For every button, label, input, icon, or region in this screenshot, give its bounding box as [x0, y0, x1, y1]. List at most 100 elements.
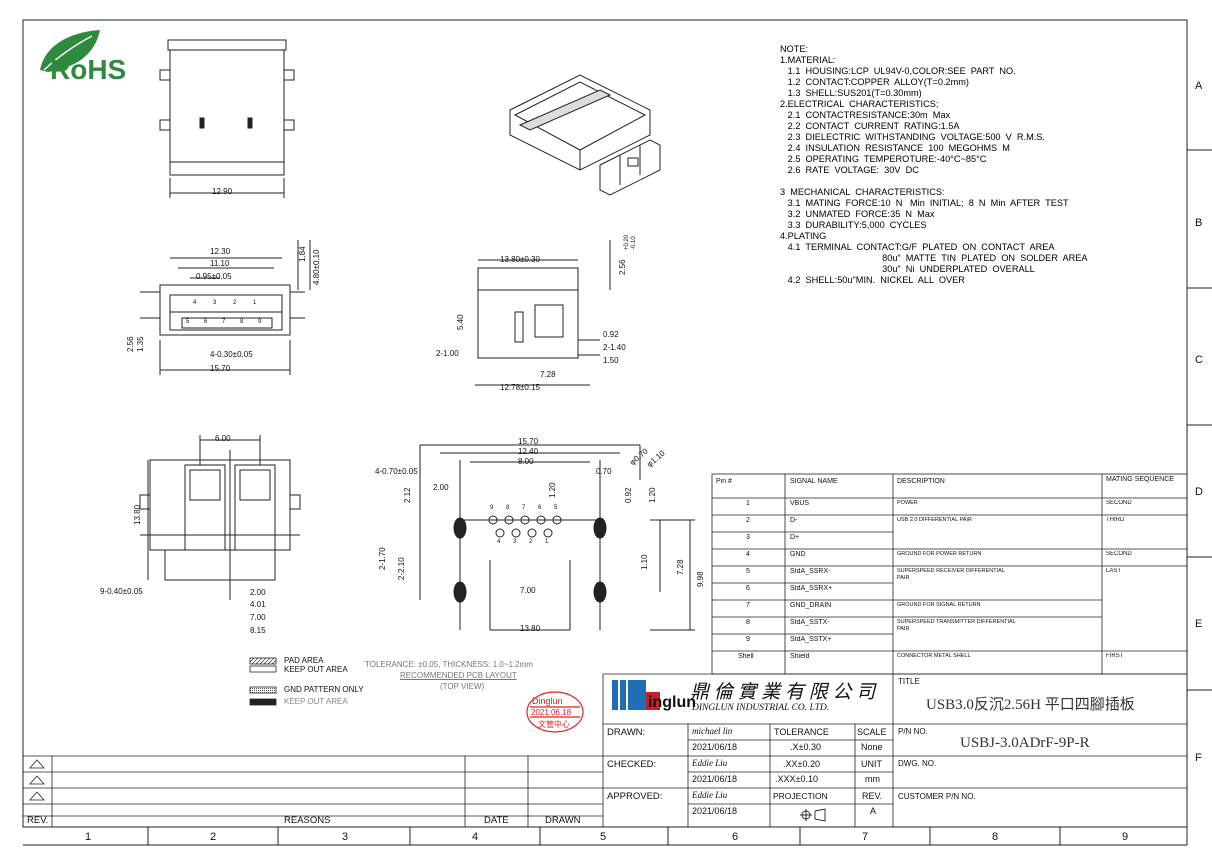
row-label-e: E: [1195, 618, 1203, 630]
pin-label-3: 3: [213, 300, 217, 306]
note-line: 30u" Ni UNDERPLATED OVERALL: [780, 264, 1035, 274]
company-logo-text: inglun: [648, 694, 696, 711]
note-line: 3.1 MATING FORCE:10 N Min INITIAL; 8 N M…: [780, 198, 1069, 208]
dim-2-1-00: 2-1.00: [436, 349, 459, 358]
dim-2-56-side: 2.56: [618, 259, 627, 275]
approved-label: APPROVED:: [607, 791, 663, 802]
projection-label: PROJECTION: [773, 791, 828, 801]
approved-by: Eddie Liu: [692, 790, 728, 800]
dim-1-50: 1.50: [603, 356, 619, 365]
note-line: 3.3 DURABILITY:5,000 CYCLES: [780, 220, 927, 230]
dim-11-10: 11.10: [210, 259, 230, 268]
dim-4-0-30: 4-0.30±0.05: [210, 350, 253, 359]
bottom-view: [139, 435, 301, 600]
pcb-pin-1: 1: [545, 539, 549, 545]
row-label-d: D: [1195, 486, 1203, 498]
pin-number: 6: [746, 585, 750, 592]
revision-rev-label: REV.: [27, 815, 49, 826]
revision-date-label: DATE: [484, 815, 509, 826]
pin-mating-seq: THIRD: [1106, 517, 1125, 523]
row-label-b: B: [1195, 217, 1203, 229]
note-line: 80u" MATTE TIN PLATED ON SOLDER AREA: [780, 253, 1088, 263]
pin-table-grid: [711, 473, 1188, 675]
dim-2-56: 2.56: [126, 336, 135, 352]
dim-13-80-side: 13.80±0.30: [500, 255, 540, 264]
front-view-middle: [140, 240, 311, 375]
tolerance-label: TOLERANCE: [774, 727, 829, 737]
dim-0-92: 0.92: [603, 330, 619, 339]
title-block-grid: [602, 673, 1187, 827]
pin-table-header-pin: Pin #: [716, 478, 732, 485]
scale-label: SCALE: [857, 727, 887, 737]
col-label-4: 4: [472, 831, 479, 843]
pin-number: Shell: [738, 653, 754, 660]
tolerance-2: .XX±0.20: [783, 759, 820, 769]
dim-8-15: 8.15: [250, 626, 266, 635]
pin-signal: D-: [790, 517, 798, 524]
legend-gnd-pattern: GND PATTERN ONLY: [284, 685, 364, 694]
side-view: [475, 240, 611, 386]
dim-8-00: 8.00: [518, 457, 534, 466]
isometric-view: [509, 74, 661, 196]
dim-7-28-b: 7.28: [676, 559, 685, 575]
drawn-date: 2021/06/18: [692, 742, 738, 752]
drawn-label: DRAWN:: [607, 727, 646, 738]
dim-4-0-70: 4-0.70±0.05: [375, 467, 418, 476]
pin-label-4: 4: [193, 300, 197, 306]
legend-pad-area: PAD AREA: [284, 656, 324, 665]
note-line: 1.3 SHELL:SUS201(T=0.30mm): [780, 88, 922, 98]
note-line: 2.5 OPERATING TEMPEROTURE:-40°C~85°C: [780, 154, 987, 164]
dim-15-70-b: 15.70: [518, 437, 539, 446]
pin-table-header-desc: DESCRIPTION: [897, 478, 945, 485]
pin-signal: GND: [790, 551, 806, 558]
stamp-date: 2021.06.18: [531, 708, 572, 717]
dim-9-98: 9.98: [696, 571, 705, 587]
scale-value: None: [861, 742, 883, 752]
pin-number: 4: [746, 551, 750, 558]
note-line: 2.2 CONTACT CURRENT RATING:1.5A: [780, 121, 960, 131]
pcb-pin-2: 2: [529, 539, 533, 545]
pin-table-header-signal: SIGNAL NAME: [790, 478, 838, 485]
legend-keep-out-2: KEEP OUT AREA: [284, 697, 348, 706]
pin-label-7: 7: [222, 319, 226, 325]
pin-description: CONNECTOR METAL SHELL: [897, 653, 971, 659]
dim-2-2-10: 2-2.10: [397, 557, 406, 580]
col-label-7: 7: [862, 831, 869, 843]
part-number: USBJ-3.0ADrF-9P-R: [960, 735, 1090, 751]
unit-value: mm: [865, 774, 880, 784]
stamp-name: Dinglun: [532, 696, 563, 706]
legend-tolerance: TOLERANCE: ±0.05, THICKNESS: 1.0~1.2mm: [365, 660, 533, 669]
dim-9-0-40: 9-0.40±0.05: [100, 587, 143, 596]
projection-symbol-icon: [800, 808, 826, 822]
dim-1-20-a: 1.20: [548, 482, 557, 498]
note-line: [780, 176, 1088, 187]
revision-block-grid: [23, 755, 603, 827]
checked-by: Eddie Liu: [692, 758, 728, 768]
dim-2-00-b: 2.00: [433, 483, 449, 492]
dim-4-01: 4.01: [250, 600, 266, 609]
pin-signal: StdA_SSTX+: [790, 636, 832, 643]
pcb-pin-5: 5: [554, 505, 558, 511]
tolerance-3: .XXX±0.10: [775, 774, 818, 784]
tol-upper: +0.20: [624, 234, 630, 250]
tolerance-1: .X±0.30: [790, 742, 821, 752]
col-label-5: 5: [600, 831, 607, 843]
note-line: 2.1 CONTACTRESISTANCE:30m Max: [780, 110, 951, 120]
revision-drawn-label: DRAWN: [545, 815, 581, 826]
checked-date: 2021/06/18: [692, 774, 738, 784]
front-view-top: [159, 39, 295, 198]
stamp-dept: 文管中心: [538, 720, 570, 729]
pin-signal: StdA_SSRX-: [790, 568, 831, 575]
pin-signal: GND_DRAIN: [790, 602, 832, 609]
pn-label: P/N NO.: [898, 727, 928, 736]
pin-signal: D+: [790, 534, 800, 541]
pin-signal: Shield: [790, 653, 810, 660]
dim-0-95: 0.95±0.05: [196, 272, 232, 281]
checked-label: CHECKED:: [607, 759, 657, 770]
approved-date: 2021/06/18: [692, 806, 738, 816]
dim-1-84: 1.84: [298, 246, 307, 262]
dim-7-28-a: 7.28: [540, 370, 556, 379]
pin-description: GROUND FOR SIGNAL RETURN: [897, 602, 981, 608]
